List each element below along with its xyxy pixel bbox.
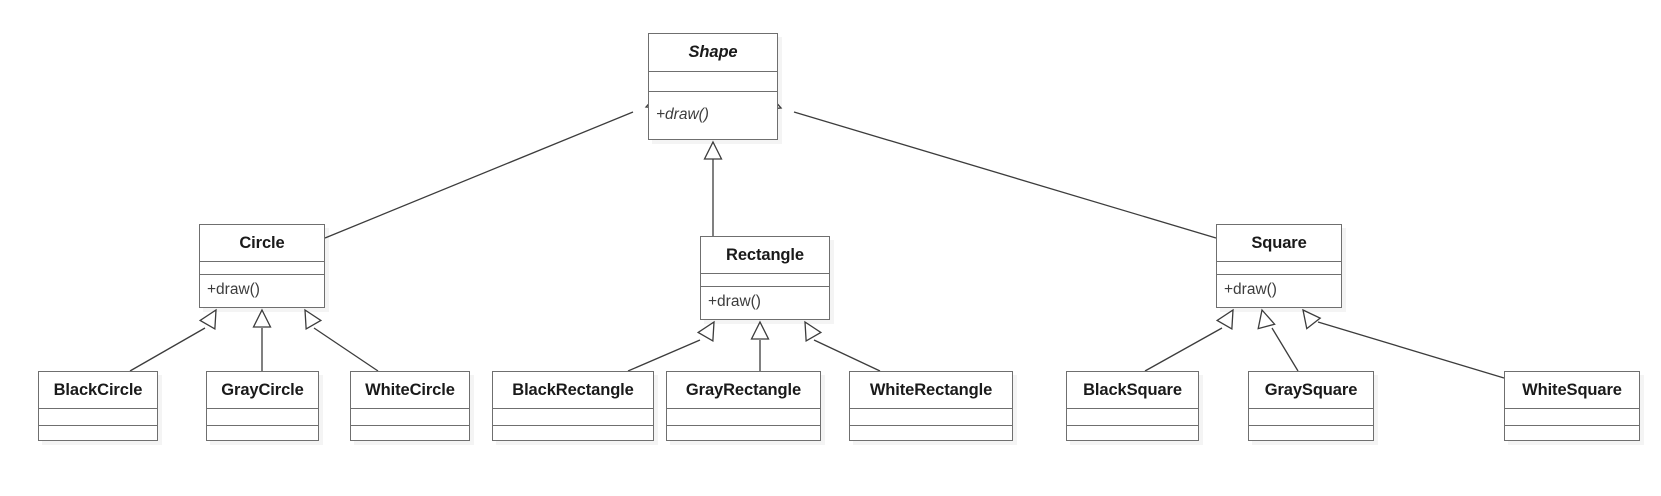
edge-blacksquare-to-square [1144,308,1234,372]
class-name-shape: Shape [688,43,738,61]
attributes-compartment-whitecircle [351,408,469,425]
operations-compartment-blacksquare [1067,425,1198,439]
attributes-compartment-square [1217,261,1341,274]
attributes-compartment-rectangle [701,273,829,286]
edge-line [313,327,379,372]
generalization-arrowhead [252,308,272,328]
class-box-graysquare[interactable]: GraySquare [1248,371,1374,441]
class-name-grayrectangle: GrayRectangle [685,380,802,399]
edge-blackrectangle-to-rectangle [627,320,715,372]
class-name-rectangle: Rectangle [726,245,804,264]
operations-compartment-whitesquare [1505,425,1639,439]
attributes-compartment-blackcircle [39,408,157,425]
generalization-arrowhead [804,320,823,343]
class-name-graycircle: GrayCircle [221,380,304,399]
attributes-compartment-grayrectangle [667,408,820,425]
edge-graysquare-to-square [1257,308,1299,372]
class-name-circle: Circle [239,233,285,252]
generalization-arrowhead [703,140,723,160]
edge-line [1144,327,1223,372]
class-box-grayrectangle[interactable]: GrayRectangle [666,371,821,441]
class-name-blackrectangle: BlackRectangle [512,380,634,399]
generalization-arrowhead [304,308,323,331]
operations-compartment-square: +draw() [1217,274,1341,306]
class-box-square[interactable]: Square +draw() [1216,224,1342,308]
generalization-arrowhead [750,320,770,340]
class-box-blackrectangle[interactable]: BlackRectangle [492,371,654,441]
operations-compartment-rectangle: +draw() [701,286,829,318]
class-name-whitecircle: WhiteCircle [365,380,455,399]
edge-blackcircle-to-circle [129,308,217,372]
generalization-arrowhead [1302,308,1322,330]
generalization-arrowhead [198,308,217,331]
edge-rectangle-to-shape [703,140,723,236]
edge-line [324,111,634,239]
operations-compartment-graycircle [207,425,318,439]
edge-line [813,339,881,372]
operations-compartment-blackcircle [39,425,157,439]
edge-whitecircle-to-circle [304,308,379,372]
attributes-compartment-blackrectangle [493,408,653,425]
attributes-compartment-graysquare [1249,408,1373,425]
operations-compartment-whitecircle [351,425,469,439]
attributes-compartment-circle [200,261,324,274]
edge-line [1317,321,1505,379]
generalization-arrowhead [696,320,715,343]
edge-square-to-shape [761,92,1217,239]
attributes-compartment-shape [649,71,777,91]
operations-compartment-graysquare [1249,425,1373,439]
edge-line [627,339,701,372]
class-box-whiterectangle[interactable]: WhiteRectangle [849,371,1013,441]
operations-compartment-blackrectangle [493,425,653,439]
class-name-whitesquare: WhiteSquare [1522,380,1622,399]
edge-grayrectangle-to-rectangle [750,320,770,371]
operations-compartment-shape: +draw() [649,91,777,138]
class-box-circle[interactable]: Circle +draw() [199,224,325,308]
class-box-whitecircle[interactable]: WhiteCircle [350,371,470,441]
edge-whiterectangle-to-rectangle [804,320,881,372]
operations-compartment-whiterectangle [850,425,1012,439]
class-box-graycircle[interactable]: GrayCircle [206,371,319,441]
attributes-compartment-whiterectangle [850,408,1012,425]
edge-circle-to-shape [324,91,666,239]
operations-compartment-grayrectangle [667,425,820,439]
edge-whitesquare-to-square [1302,308,1505,379]
class-name-square: Square [1251,233,1307,252]
attributes-compartment-blacksquare [1067,408,1198,425]
class-name-blacksquare: BlackSquare [1083,380,1182,399]
edge-line [793,111,1217,239]
generalization-arrowhead [1257,308,1276,330]
edge-line [129,327,206,372]
generalization-arrowhead [1215,308,1234,331]
attributes-compartment-whitesquare [1505,408,1639,425]
class-name-whiterectangle: WhiteRectangle [869,380,993,399]
operations-compartment-circle: +draw() [200,274,324,306]
class-box-blackcircle[interactable]: BlackCircle [38,371,158,441]
class-box-shape[interactable]: Shape +draw() [648,33,778,140]
edge-line [1271,327,1299,372]
class-box-whitesquare[interactable]: WhiteSquare [1504,371,1640,441]
class-box-blacksquare[interactable]: BlackSquare [1066,371,1199,441]
class-box-rectangle[interactable]: Rectangle +draw() [700,236,830,320]
class-name-graysquare: GraySquare [1264,380,1358,399]
edge-graycircle-to-circle [252,308,272,371]
class-name-blackcircle: BlackCircle [53,380,143,399]
attributes-compartment-graycircle [207,408,318,425]
